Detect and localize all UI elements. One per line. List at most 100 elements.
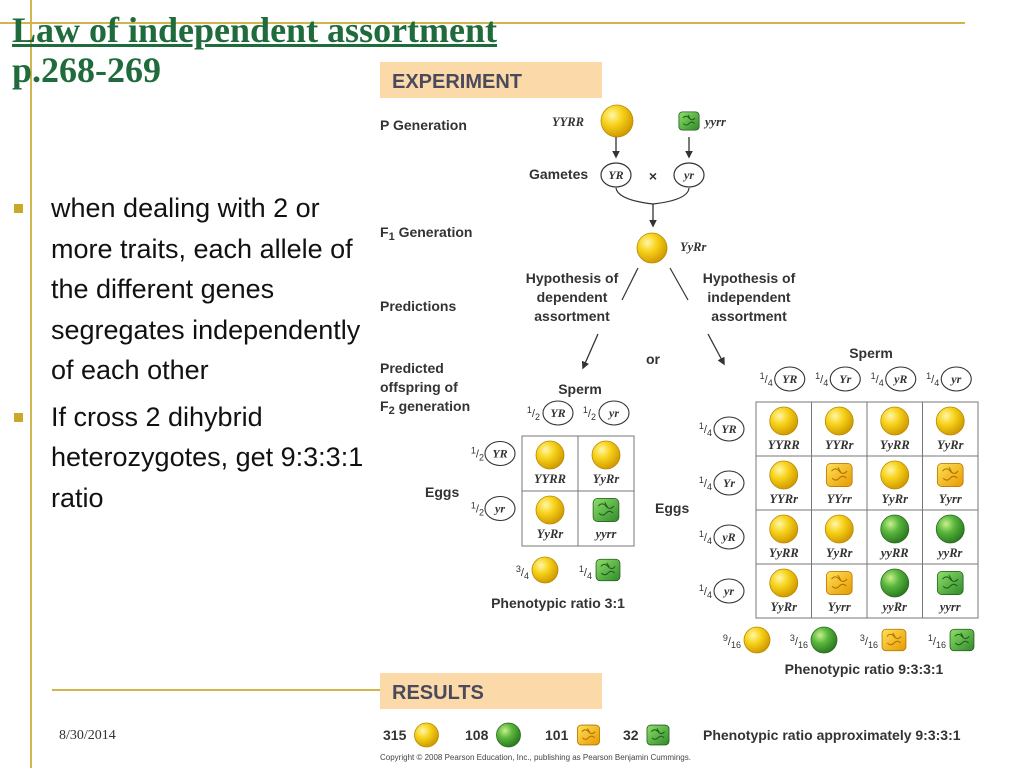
yellow-round-pea-icon — [743, 626, 771, 654]
yellow-wrinkled-pea-icon — [577, 724, 600, 746]
predicted-offspring-line-1: Predicted — [380, 360, 444, 376]
gamete-allele-circle: Yr — [713, 470, 745, 496]
yellow-round-pea-icon — [535, 495, 565, 525]
punnett-cell-genotype: YYRR — [768, 438, 800, 452]
copyright-note: Copyright © 2008 Pearson Education, Inc.… — [380, 753, 691, 762]
title-line-1: Law of independent assortment — [12, 10, 498, 50]
predicted-offspring-line-2: offspring of — [380, 379, 458, 395]
small-ratio-label: Phenotypic ratio 3:1 — [491, 595, 625, 611]
parent1-genotype: YYRR — [552, 115, 584, 129]
yellow-round-pea-icon — [769, 406, 799, 436]
fraction-label: 1/4 — [699, 583, 712, 600]
gamete-allele-label: YR — [492, 447, 507, 461]
fraction-label: 3/16 — [860, 633, 878, 650]
fraction-label: 1/4 — [699, 421, 712, 438]
gamete-allele-circle: yR — [713, 524, 745, 550]
result-count: 32 — [623, 727, 639, 743]
gamete-allele-label: YR — [721, 422, 736, 436]
gamete-allele-label: yR — [720, 530, 735, 544]
gamete-allele-circle: YR — [484, 440, 516, 467]
gametes-label: Gametes — [529, 166, 588, 182]
yellow-round-pea-icon — [591, 440, 621, 470]
fraction-label: 1/2 — [471, 501, 484, 518]
predictions-label: Predictions — [380, 298, 456, 314]
results-ratio-label: Phenotypic ratio approximately 9:3:3:1 — [703, 727, 961, 743]
fraction-label: 1/2 — [527, 405, 540, 422]
fraction-label: 3/4 — [516, 564, 529, 581]
punnett-cell-genotype: YyRr — [826, 546, 853, 560]
fraction-label: 3/16 — [790, 633, 808, 650]
yellow-round-pea-icon — [414, 722, 439, 748]
punnett-cell-genotype: Yyrr — [939, 492, 962, 506]
punnett-cell-genotype: YYrr — [827, 492, 852, 506]
slide-bottom-rule — [52, 689, 380, 691]
green-round-pea-icon — [935, 514, 965, 544]
yellow-round-pea-icon — [600, 104, 634, 138]
hyp-dependent-line-1: Hypothesis of — [526, 270, 619, 286]
green-wrinkled-pea-icon — [595, 558, 621, 582]
experiment-header-bar — [380, 62, 602, 98]
small-eggs-label: Eggs — [425, 484, 459, 500]
fraction-label: 1/4 — [699, 529, 712, 546]
green-wrinkled-pea-icon — [592, 498, 620, 522]
parent2-pea-icon — [678, 111, 700, 131]
results-header: RESULTS — [392, 682, 484, 704]
fraction-label: 1/4 — [871, 371, 884, 388]
green-wrinkled-pea-icon — [949, 628, 975, 652]
punnett-cell-genotype: YyRr — [593, 472, 620, 486]
hyp-independent-line-3: assortment — [711, 308, 787, 324]
bullet-item: If cross 2 dihybrid heterozygotes, get 9… — [14, 397, 364, 519]
or-label: or — [646, 351, 661, 367]
bullet-square-icon — [14, 204, 23, 213]
punnett-cell-genotype: yyRR — [879, 546, 909, 560]
green-round-pea-icon — [810, 626, 838, 654]
arrow-to-small-punnett — [581, 333, 599, 370]
yellow-wrinkled-pea-icon — [825, 463, 853, 487]
gamete-allele-circle: YR — [713, 416, 745, 442]
gamete-allele-label: yr — [607, 406, 619, 420]
yellow-wrinkled-pea-icon — [936, 463, 964, 487]
gamete-allele-label: Yr — [839, 372, 851, 386]
punnett-cell-genotype: YYRr — [770, 492, 799, 506]
punnett-cell-genotype: YyRR — [880, 438, 910, 452]
gamete-allele-label: YR — [782, 372, 797, 386]
large-ratio-label: Phenotypic ratio 9:3:3:1 — [785, 661, 944, 677]
bullet-list: when dealing with 2 or more traits, each… — [14, 188, 364, 524]
punnett-cell-genotype: YyRr — [771, 600, 798, 614]
fraction-label: 1/4 — [760, 371, 773, 388]
bullet-text: when dealing with 2 or more traits, each… — [51, 193, 361, 385]
predicted-offspring-line-3: F2 generation — [380, 398, 470, 417]
gamete2-label: yr — [682, 168, 694, 182]
branch-right-line — [669, 267, 689, 301]
punnett-cell-genotype: YyRr — [882, 492, 909, 506]
yellow-round-pea-icon — [824, 406, 854, 436]
fraction-label: 9/16 — [723, 633, 741, 650]
yellow-round-pea-icon — [636, 232, 668, 264]
yellow-round-pea-icon — [824, 514, 854, 544]
result-count: 101 — [545, 727, 569, 743]
large-ratio-icons: 9/163/163/161/16 — [723, 626, 975, 654]
green-round-pea-icon — [880, 514, 910, 544]
punnett-cell-genotype: yyRr — [936, 546, 962, 560]
yellow-wrinkled-pea-icon — [881, 628, 907, 652]
gamete-allele-circle: yR — [885, 366, 917, 392]
arrow-to-large-punnett — [707, 333, 725, 366]
slide-date: 8/30/2014 — [59, 728, 116, 743]
slide-top-rule — [0, 22, 965, 24]
f1-genotype: YyRr — [680, 240, 707, 254]
gamete-allele-label: yR — [892, 372, 907, 386]
f1-pea-icon — [636, 232, 668, 264]
punnett-cell-genotype: YyRr — [537, 527, 564, 541]
gamete-allele-circle: Yr — [829, 366, 861, 392]
gamete-allele-circle: yr — [598, 400, 630, 426]
result-count: 108 — [465, 727, 489, 743]
gamete-allele-circle: yr — [484, 495, 516, 522]
hyp-independent-line-2: independent — [707, 289, 791, 305]
p-generation-label: P Generation — [380, 117, 467, 133]
f1-generation-label: F1 Generation — [380, 224, 472, 243]
gamete2-circle — [673, 162, 705, 188]
